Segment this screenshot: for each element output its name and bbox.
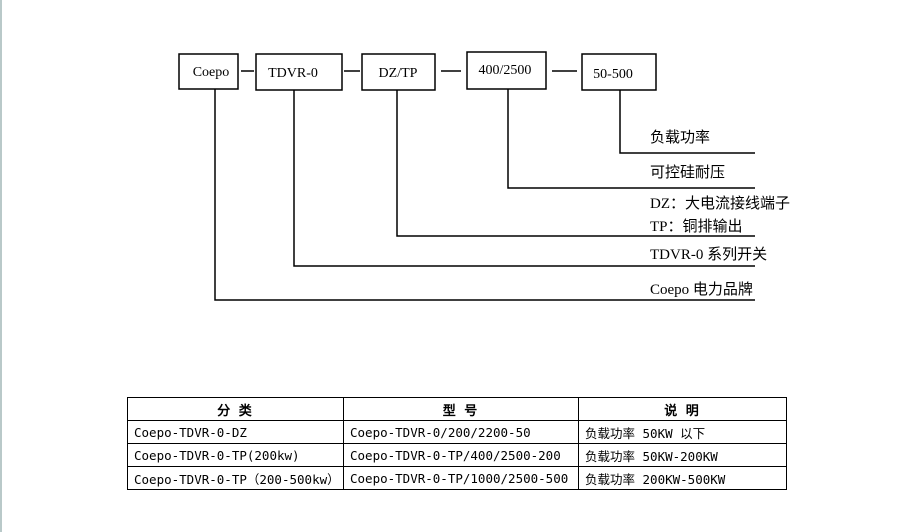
cell-category: Coepo-TDVR-0-TP(200kw) xyxy=(127,443,344,467)
label-dz-terminal: DZ：大电流接线端子 xyxy=(650,195,790,212)
code-box-brand xyxy=(178,53,239,90)
label-thyristor-voltage: 可控硅耐压 xyxy=(650,164,725,181)
code-rating-text: 400/2500 xyxy=(479,63,532,78)
cell-category: Coepo-TDVR-0-DZ xyxy=(127,420,344,444)
code-box-rating xyxy=(466,51,547,90)
header-model: 型 号 xyxy=(343,397,579,421)
leader-line-power xyxy=(619,90,755,154)
header-category: 分 类 xyxy=(127,397,344,421)
label-tp-busbar: TP：铜排输出 xyxy=(650,218,743,235)
code-terminal-text: DZ/TP xyxy=(379,66,418,81)
cell-description: 负载功率 50KW 以下 xyxy=(578,420,787,444)
leader-line-rating xyxy=(507,89,755,189)
cell-description: 负载功率 200KW-500KW xyxy=(578,466,787,490)
model-spec-table: 分 类 型 号 说 明 Coepo-TDVR-0-DZ Coepo-TDVR-0… xyxy=(127,397,787,490)
leader-line-terminal xyxy=(396,90,755,237)
label-series-switch: TDVR-0 系列开关 xyxy=(650,246,767,263)
cell-description: 负载功率 50KW-200KW xyxy=(578,443,787,467)
table-row: Coepo-TDVR-0-TP(200kw) Coepo-TDVR-0-TP/4… xyxy=(127,443,787,467)
page-edge-rule xyxy=(0,0,2,532)
table-row: Coepo-TDVR-0-DZ Coepo-TDVR-0/200/2200-50… xyxy=(127,420,787,444)
leader-line-brand xyxy=(214,89,755,301)
label-load-power: 负载功率 xyxy=(650,129,710,146)
cell-model: Coepo-TDVR-0/200/2200-50 xyxy=(343,420,579,444)
code-brand-text: Coepo xyxy=(193,65,230,80)
table-row: Coepo-TDVR-0-TP（200-500kw） Coepo-TDVR-0-… xyxy=(127,466,787,490)
table-header-row: 分 类 型 号 说 明 xyxy=(127,397,787,421)
code-box-series xyxy=(255,53,343,91)
leader-line-series xyxy=(293,90,755,267)
code-series-text: TDVR-0 xyxy=(268,66,318,81)
cell-category: Coepo-TDVR-0-TP（200-500kw） xyxy=(127,466,344,490)
code-power-text: 50-500 xyxy=(593,67,633,82)
code-box-power xyxy=(581,53,657,91)
code-box-terminal xyxy=(361,53,436,91)
cell-model: Coepo-TDVR-0-TP/400/2500-200 xyxy=(343,443,579,467)
cell-model: Coepo-TDVR-0-TP/1000/2500-500 xyxy=(343,466,579,490)
header-description: 说 明 xyxy=(578,397,787,421)
label-brand: Coepo 电力品牌 xyxy=(650,281,753,298)
